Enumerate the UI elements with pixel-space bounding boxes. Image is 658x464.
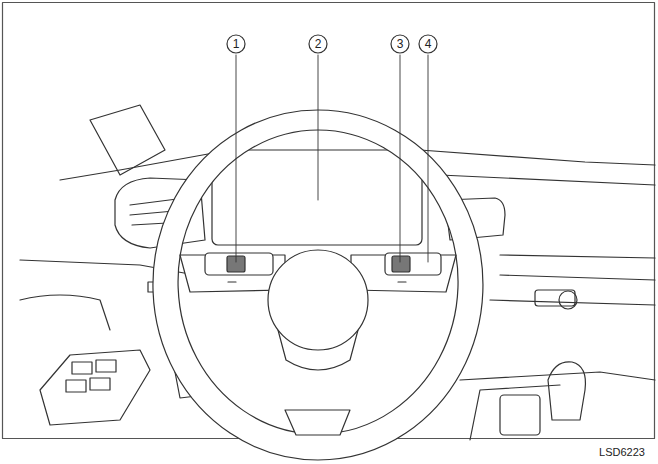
steering-switch [205,253,273,275]
switch [66,380,86,392]
wheel-spoke [285,410,350,435]
callout-number: 4 [425,38,432,50]
dash-line [490,255,655,305]
callout-number: 3 [397,38,404,50]
switch [72,362,92,374]
dash-line [440,175,655,185]
slot [535,290,575,306]
console-button [500,395,540,435]
meter-display [212,150,422,245]
shift-lever [548,362,585,420]
figure-code: LSD6223 [599,447,645,458]
callouts [227,35,437,262]
frame [3,3,655,439]
callout-circle [309,35,327,53]
callout-circle [227,35,245,53]
callout-number: 1 [233,38,240,50]
steering-switch [392,256,410,272]
steering-switch [385,253,441,275]
callout-circle [391,35,409,53]
dash-line [420,150,655,165]
switch [90,378,110,390]
door-line [20,295,110,330]
mirror [90,105,165,175]
center-console [460,372,655,440]
switch [96,360,116,372]
callout-circle [419,35,437,53]
knob [559,291,577,309]
wheel-hub [268,250,368,350]
callout-number: 2 [315,38,322,50]
leader-line [236,55,428,262]
window-switch-panel [40,350,150,425]
